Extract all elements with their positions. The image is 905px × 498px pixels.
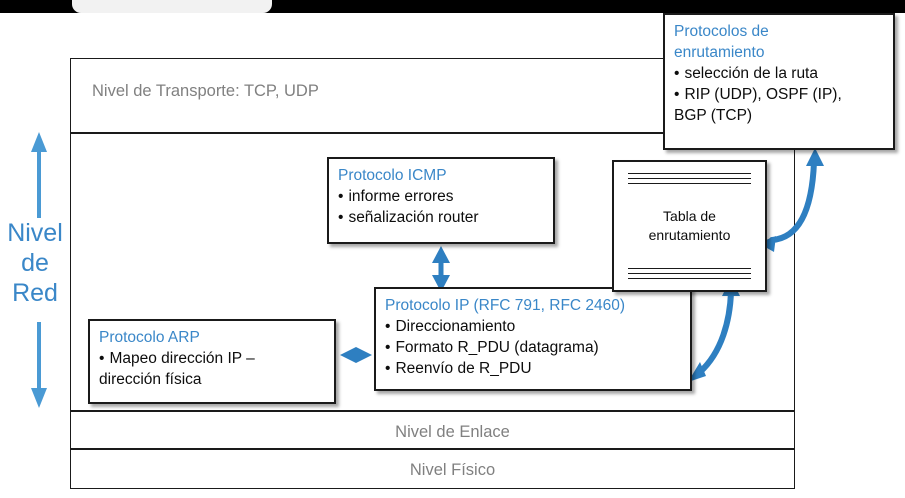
list-item: Direccionamiento — [385, 316, 681, 337]
list-item: RIP (UDP), OSPF (IP), — [674, 84, 884, 105]
top-black-strip — [0, 0, 905, 13]
list-item: Mapeo dirección IP – — [99, 348, 325, 369]
callout-arp[interactable]: Protocolo ARP Mapeo dirección IP – direc… — [88, 319, 336, 404]
callout-routing-protocols[interactable]: Protocolos de enrutamiento selección de … — [663, 13, 895, 150]
network-layer-label-line3: Red — [12, 279, 58, 307]
callout-routing-protocols-title: Protocolos de enrutamiento — [674, 23, 769, 61]
rule-line — [628, 278, 751, 279]
list-item: selección de la ruta — [674, 63, 884, 84]
list-item: dirección física — [99, 371, 202, 388]
callout-ip[interactable]: Protocolo IP (RFC 791, RFC 2460) Direcci… — [374, 287, 692, 391]
layer-label-transporte: Nivel de Transporte: TCP, UDP — [92, 82, 319, 100]
layer-label-fisico: Nivel Físico — [409, 461, 496, 479]
rule-line — [628, 173, 751, 174]
routing-table-rules-below — [628, 268, 751, 279]
network-layer-label-line1: Nivel — [7, 219, 63, 247]
rule-line — [628, 268, 751, 269]
network-layer-label-line2: de — [21, 249, 49, 277]
callout-arp-bullets: Mapeo dirección IP – dirección física — [99, 348, 325, 390]
list-item: Reenvío de R_PDU — [385, 358, 681, 379]
list-item: Formato R_PDU (datagrama) — [385, 337, 681, 358]
rule-line — [628, 178, 751, 179]
callout-icmp-bullets: informe errores señalización router — [338, 186, 544, 228]
callout-arp-title: Protocolo ARP — [99, 329, 200, 346]
network-layer-label: Nivel de Red — [0, 218, 70, 308]
routing-table-label: Tabla de enrutamiento — [648, 208, 731, 243]
layer-box-enlace — [70, 411, 795, 449]
list-item: informe errores — [338, 186, 544, 207]
callout-icmp[interactable]: Protocolo ICMP informe errores señalizac… — [327, 157, 555, 244]
rule-line — [628, 273, 751, 274]
callout-routing-protocols-bullets: selección de la ruta RIP (UDP), OSPF (IP… — [674, 63, 884, 126]
list-item: BGP (TCP) — [674, 107, 753, 124]
rule-line — [628, 183, 751, 184]
layer-label-enlace: Nivel de Enlace — [395, 423, 510, 441]
list-item: señalización router — [338, 207, 544, 228]
network-layer-span-arrow-icon — [31, 132, 47, 408]
callout-ip-bullets: Direccionamiento Formato R_PDU (datagram… — [385, 316, 681, 379]
callout-ip-title: Protocolo IP (RFC 791, RFC 2460) — [385, 297, 626, 314]
top-strip-notch — [72, 0, 272, 13]
routing-table-rules-above — [628, 173, 751, 184]
routing-table-document[interactable]: Tabla de enrutamiento — [612, 160, 767, 292]
layer-box-fisico — [70, 449, 795, 489]
callout-icmp-title: Protocolo ICMP — [338, 167, 447, 184]
